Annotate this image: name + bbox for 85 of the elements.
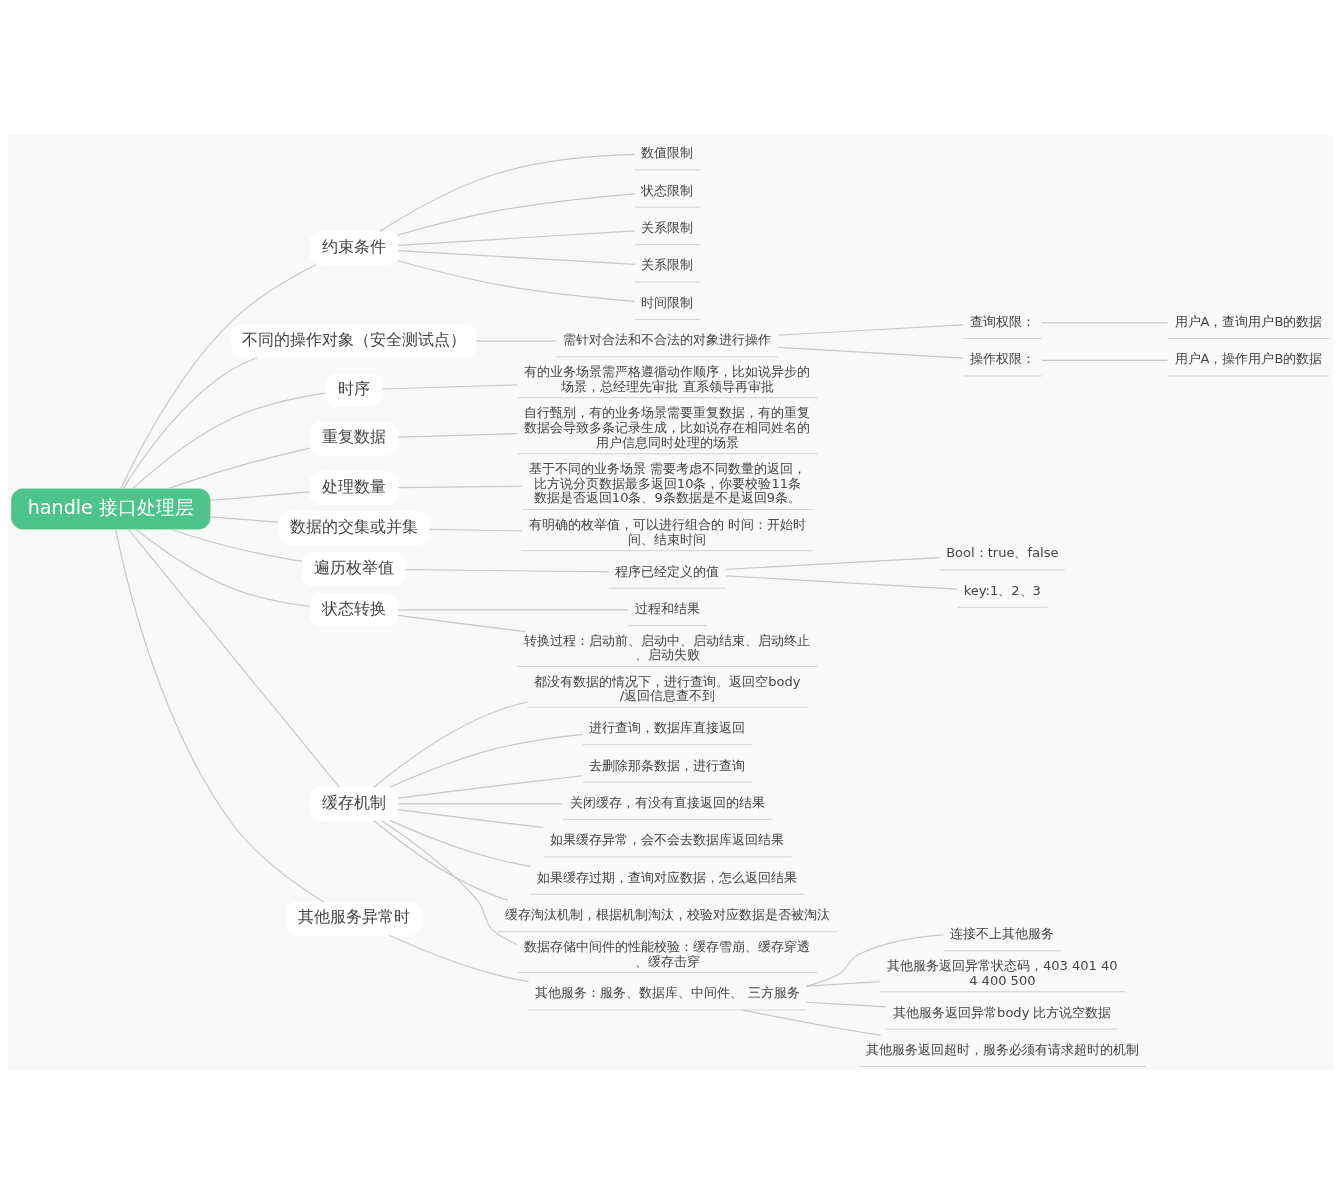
node-text: 用户A，操作用户B的数据 [1174,350,1323,366]
node-box: 其他服务异常时 [286,901,422,936]
node-text: 关系限制 [641,219,694,235]
node-text: 缓存淘汰机制，根据机制淘汰，校验对应数据是否被淘汰 [504,906,830,922]
connector [397,229,636,246]
connector [397,608,629,610]
node-box: 约束条件 [309,230,399,265]
node-text: 用户A，查询用户B的数据 [1174,313,1323,329]
node-text: 程序已经定义的值 [615,563,720,579]
node-text: 其他服务返回异常body 比方说空数据 [893,1004,1112,1020]
connector [777,346,964,359]
connector [1041,321,1168,323]
connector [388,934,530,982]
node-text: 其他服务返回异常状态码，403 401 404 400 500 [887,957,1118,988]
connector [397,249,636,265]
connector [166,446,311,490]
connector [134,527,311,607]
connector [805,980,881,987]
connector [805,1001,887,1007]
connector [742,1008,882,1036]
node-text: 如果缓存异常，会不会去数据库返回结果 [550,831,785,847]
connector [389,733,584,788]
connector [380,819,518,945]
node-text: 状态限制 [641,182,694,198]
node-text: 基于不同的业务场景 需要考虑不同数量的返回，比方说分页数据最多返回10条，你要校验11条数据是否返回10条、9条数据是不是返回9条。 [528,460,807,505]
node-text: 其他服务：服务、数据库、中间件、 三方服务 [535,984,800,1000]
connector [397,432,518,438]
connector [397,614,527,632]
connector [397,192,636,236]
connector [127,527,340,788]
node-text: 进行查询，数据库直接返回 [589,719,746,735]
connector [114,528,325,903]
node-box: 不同的操作对象（安全测试点） [231,323,477,358]
connector [373,819,509,901]
connector [725,574,958,590]
node-text: 时间限制 [641,294,694,310]
connector [805,933,945,987]
connector [405,568,610,572]
connector [1041,359,1168,361]
node-text: 转换过程：启动前、启动中、启动结束、启动终止、启动失败 [524,632,811,662]
node-text: 去删除那条数据，进行查询 [589,757,746,772]
connector [209,515,280,523]
connector [397,259,636,302]
node-text: 关系限制 [641,256,694,272]
connector [132,391,327,489]
connector [120,263,317,489]
connector [379,153,636,232]
node-box: 处理数量 [309,470,399,505]
node-text: 有明确的枚举值，可以进行组合的 时间：开始时间、结束时间 [528,516,807,547]
node-text: Bool：true、false [946,544,1059,560]
node-text: 关闭缓存，有没有直接返回的结果 [569,794,765,810]
node-box: 重复数据 [309,421,399,455]
connector [122,356,258,489]
connector [725,556,941,570]
node-text: 过程和结果 [634,600,700,616]
connector [389,819,532,867]
node-text: 自行甄别，有的业务场景需要重复数据，有的重复数据会导致多条记录生成，比如说存在相同姓名的用户信息同时处理的场景 [524,404,811,450]
node-text: 其他服务返回超时，服务必须有请求超时的机制 [865,1041,1139,1057]
connector [428,528,523,532]
connector [475,340,557,342]
node-box: 状态转换 [309,592,399,627]
connector [168,527,303,562]
node-box: 时序 [325,372,383,407]
node-box: 数据的交集或并集 [278,510,430,545]
node-text: 查询权限： [969,313,1035,329]
node-text: 如果缓存过期，查询对应数据，怎么返回结果 [537,869,798,885]
connector [397,802,564,804]
node-text: key:1、2、3 [963,582,1041,598]
connector [373,700,528,788]
node-text: 有的业务场景需严格遵循动作顺序，比如说异步的场景，总经理先审批 直系领导再审批 [524,363,811,394]
node-text: 需针对合法和不合法的对象进行操作 [563,331,772,347]
connector [397,808,544,828]
connector [397,485,523,488]
connector [777,323,964,336]
node-box: 遍历枚举值 [301,551,407,586]
connector [381,383,518,390]
node-box: 缓存机制 [309,786,399,821]
node-text: 数据存储中间件的性能校验：缓存雪崩、缓存穿透、缓存击穿 [524,938,811,969]
node-text: 连接不上其他服务 [950,925,1055,941]
node-box: handle 接口处理层 [11,488,211,529]
node-text: 操作权限： [969,350,1035,366]
node-text: 数值限制 [641,144,694,160]
connector [209,490,311,501]
node-text: 都没有数据的情况下，进行查询。返回空body/返回信息查不到 [534,673,801,703]
connector [397,774,584,799]
